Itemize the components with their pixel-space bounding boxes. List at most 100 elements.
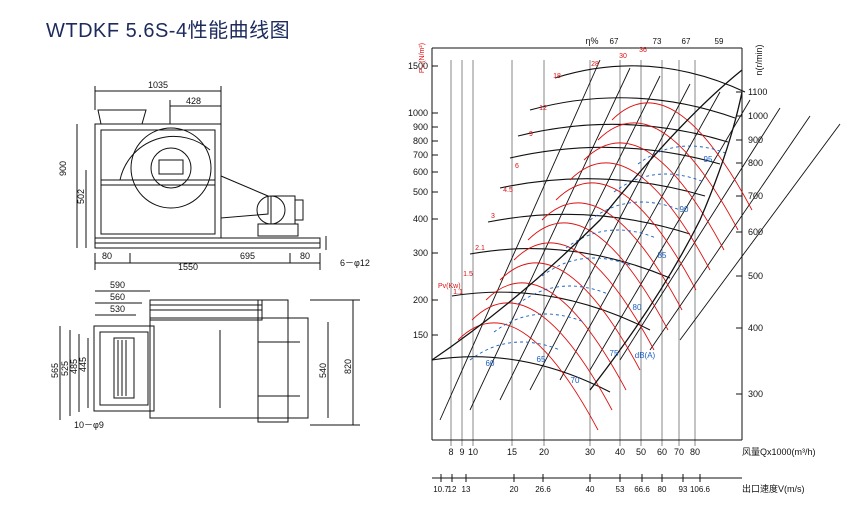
q-tick-label: 8 (448, 447, 453, 457)
right-tick-label: 300 (748, 389, 763, 399)
noise-tick: 95 (704, 155, 713, 164)
right-tick-label: 600 (748, 227, 763, 237)
power-tick: 9 (529, 131, 533, 138)
power-curve (555, 182, 697, 291)
v-tick-label: 53 (616, 485, 625, 494)
noise-curve (469, 341, 561, 361)
impeller (130, 127, 212, 209)
dim-695: 695 (240, 251, 255, 261)
system-line (589, 99, 751, 371)
bottom-view-dimensions: 590 560 530 565 525 485 445 540 820 10－φ… (50, 280, 353, 430)
dim-base-holes: 10－φ9 (74, 420, 104, 430)
power-curve (583, 142, 725, 251)
noise-tick: 65 (537, 355, 546, 364)
fan-curve-700 (499, 178, 706, 197)
inlet-frame (93, 325, 155, 412)
dim-525: 525 (60, 361, 70, 376)
noise-tick: 90 (680, 205, 689, 214)
noise-curve (589, 201, 681, 221)
dim-1035: 1035 (148, 80, 168, 90)
fan-curve-1100 (554, 65, 746, 93)
v-tick-label: 66.6 (634, 485, 650, 494)
power-tick: 30 (619, 53, 627, 60)
right-tick-label: 1000 (748, 111, 768, 121)
envelope-left (431, 69, 743, 361)
q-tick-label: 50 (636, 447, 646, 457)
power-tick: 36 (639, 47, 647, 54)
dim-bolt-holes: 6－φ12 (340, 258, 370, 268)
dim-820: 820 (343, 359, 353, 374)
noise-tick: 70 (571, 376, 580, 385)
noise-curve (613, 173, 705, 193)
efficiency-label: η% (585, 36, 598, 46)
noise-tick: 80 (633, 303, 642, 312)
left-tick-label: 800 (413, 136, 428, 146)
outlet-duct (220, 175, 269, 219)
right-tick-label: 1100 (748, 87, 767, 97)
right-tick-label: 500 (748, 271, 763, 281)
fan-curve-600 (487, 213, 691, 235)
q-tick-label: 15 (507, 447, 517, 457)
power-curve (569, 162, 711, 271)
v-tick-label: 20 (510, 485, 519, 494)
q-tick-label: 30 (585, 447, 595, 457)
q-axis-label: 风量Qx1000(m³/h) (742, 447, 816, 457)
left-tick-label: 150 (413, 330, 428, 340)
system-line (619, 107, 781, 361)
envelope-right (589, 91, 743, 391)
fan-curve-900 (517, 123, 729, 143)
dim-502: 502 (76, 189, 86, 204)
housing-side (149, 317, 309, 419)
q-tick-label: 60 (657, 447, 667, 457)
power-curve (513, 242, 655, 351)
right-tick-label: 900 (748, 135, 763, 145)
power-curve (457, 322, 599, 431)
noise-label: dB(A) (635, 351, 656, 360)
motor-side (257, 299, 289, 423)
dim-428: 428 (186, 96, 201, 106)
noise-curve (565, 229, 657, 249)
dim-565: 565 (50, 363, 60, 378)
left-tick-label: 300 (413, 248, 428, 258)
v-tick-label: 80 (658, 485, 667, 494)
power-label: Pv(Kw) (438, 283, 461, 290)
right-tick-label: 800 (748, 158, 763, 168)
dim-590: 590 (110, 280, 125, 290)
dim-80-right: 80 (300, 251, 310, 261)
power-tick: 6 (515, 163, 519, 170)
v-axis-label: 出口速度V(m/s) (742, 483, 805, 494)
left-tick-label: 400 (413, 214, 428, 224)
q-tick-label: 20 (539, 447, 549, 457)
power-curve (485, 282, 627, 391)
system-line (679, 123, 841, 341)
noise-tick: 75 (610, 349, 619, 358)
left-tick-label: 1500 (408, 61, 428, 71)
q-tick-label: 9 (459, 447, 464, 457)
performance-chart: 15001000900800700600500400300200150P₂₀(N… (408, 36, 841, 494)
inlet-hopper (97, 109, 147, 125)
dim-900: 900 (58, 161, 68, 176)
fan-curve-300 (431, 356, 611, 393)
v-tick-label: 93 (679, 485, 688, 494)
power-curve (527, 222, 669, 331)
dim-485: 485 (69, 359, 79, 374)
left-tick-label: 600 (413, 167, 428, 177)
dim-560: 560 (110, 292, 125, 302)
fan-curve-1000 (529, 97, 736, 119)
left-tick-label: 900 (413, 122, 428, 132)
fan-curve-800 (509, 146, 721, 165)
power-tick: 4.5 (503, 187, 513, 194)
noise-curve (541, 257, 633, 277)
noise-curve (493, 313, 585, 333)
dim-80-left: 80 (102, 251, 112, 261)
q-tick-label: 10 (468, 447, 478, 457)
bottom-view-drawing (59, 290, 360, 426)
power-curve (597, 122, 739, 231)
power-tick: 1.5 (463, 271, 473, 278)
efficiency-tick: 67 (610, 37, 619, 46)
dim-540: 540 (318, 363, 328, 378)
dim-1550: 1550 (178, 262, 198, 272)
power-curve (499, 262, 641, 371)
noise-tick: 85 (658, 251, 667, 260)
